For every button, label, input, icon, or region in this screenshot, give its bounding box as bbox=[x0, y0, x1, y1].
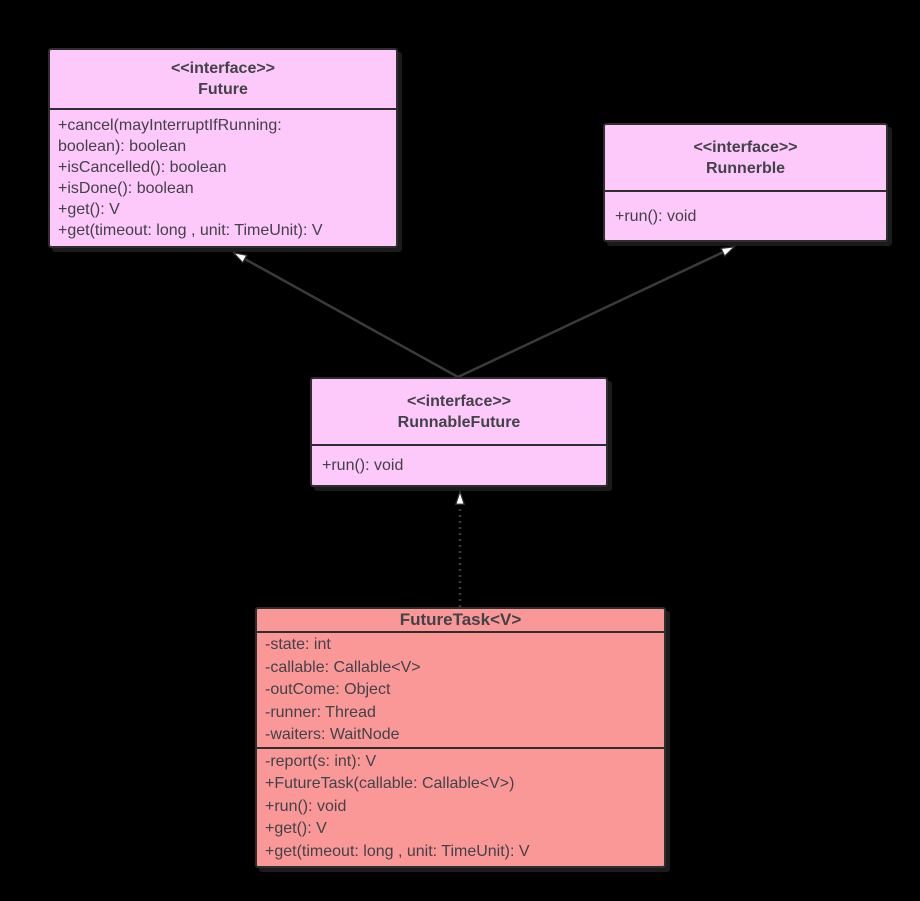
method-label: +get(): V bbox=[58, 201, 120, 218]
class-box-future: <<interface>> Future +cancel(mayInterrup… bbox=[48, 48, 398, 248]
stereotype-label: <<interface>> bbox=[406, 392, 512, 410]
class-name-label: RunnableFuture bbox=[397, 413, 521, 431]
method-label: +isCancelled(): boolean bbox=[58, 159, 227, 176]
methods-section: +cancel(mayInterruptIfRunning: boolean):… bbox=[50, 110, 396, 246]
class-name-label: Future bbox=[198, 81, 248, 98]
class-name-label: Runnerble bbox=[705, 159, 786, 177]
method-label: +cancel(mayInterruptIfRunning: boolean):… bbox=[58, 117, 282, 155]
class-header: <<interface>> Future bbox=[50, 50, 396, 110]
method-label: +FutureTask(callable: Callable<V>) bbox=[265, 775, 515, 792]
field-label: -waiters: WaitNode bbox=[265, 726, 400, 743]
class-box-futuretask: FutureTask<V> -state: int -callable: Cal… bbox=[255, 607, 666, 868]
class-name-label: FutureTask<V> bbox=[257, 609, 664, 633]
method-label: +run(): void bbox=[322, 457, 404, 474]
field-label: -state: int bbox=[265, 636, 331, 653]
methods-section: +run(): void bbox=[312, 446, 606, 485]
method-label: +get(timeout: long , unit: TimeUnit): V bbox=[265, 842, 530, 860]
stereotype-label: <<interface>> bbox=[170, 60, 276, 77]
generalization-arrow-runnablefuture-to-runnerble bbox=[457, 245, 734, 379]
stereotype-label: <<interface>> bbox=[693, 138, 798, 156]
method-label: -report(s: int): V bbox=[265, 752, 377, 770]
class-header: <<interface>> RunnableFuture bbox=[312, 379, 606, 446]
field-label: -callable: Callable<V> bbox=[265, 658, 421, 676]
fields-section: -state: int -callable: Callable<V> -outC… bbox=[257, 633, 664, 749]
method-label: +isDone(): boolean bbox=[58, 180, 194, 197]
generalization-arrow-runnablefuture-to-future bbox=[234, 253, 459, 379]
method-label: +get(): V bbox=[265, 820, 327, 837]
method-label: +run(): void bbox=[615, 207, 697, 225]
field-label: -runner: Thread bbox=[265, 703, 376, 721]
method-label: +run(): void bbox=[265, 797, 347, 815]
method-label: +get(timeout: long , unit: TimeUnit): V bbox=[58, 222, 323, 239]
field-label: -outCome: Object bbox=[265, 681, 391, 698]
methods-section: -report(s: int): V +FutureTask(callable:… bbox=[257, 749, 664, 867]
class-box-runnablefuture: <<interface>> RunnableFuture +run(): voi… bbox=[310, 377, 608, 487]
class-box-runnerble: <<interface>> Runnerble +run(): void bbox=[603, 123, 888, 242]
methods-section: +run(): void bbox=[605, 192, 886, 240]
class-header: <<interface>> Runnerble bbox=[605, 125, 886, 192]
